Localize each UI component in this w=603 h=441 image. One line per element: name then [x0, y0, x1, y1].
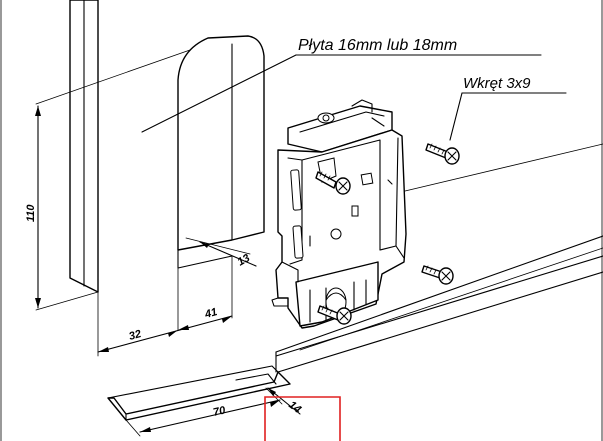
dimension-width-right-label: 41	[203, 306, 219, 321]
din-rail	[275, 143, 603, 373]
panel-label: Płyta 16mm lub 18mm	[298, 37, 457, 54]
dimension-depth-label: 13	[236, 252, 253, 269]
dimension-rail-depth: 14	[267, 387, 303, 416]
panel-leader-line	[141, 54, 297, 133]
dimension-height: 110	[25, 49, 191, 311]
screw-leader-line	[449, 92, 463, 141]
dimension-rail-length: 70	[125, 387, 283, 437]
dimension-height-label: 110	[25, 204, 37, 222]
dimension-rail-depth-label: 14	[286, 399, 303, 416]
back-panel	[69, 0, 99, 293]
screw-label-group: Wkręt 3x9	[449, 75, 567, 141]
highlight-box	[264, 396, 341, 441]
dimension-depth: 13	[185, 237, 257, 269]
screw-icon	[425, 143, 460, 165]
dimension-rail-length-label: 70	[212, 404, 227, 419]
front-panel	[177, 35, 265, 269]
screw-icon	[421, 265, 454, 285]
dimension-widths: 32 41	[97, 255, 233, 357]
screw-icon	[317, 305, 352, 325]
angle-profile	[107, 365, 291, 421]
din-mount-bracket	[271, 99, 407, 329]
screw-icon	[315, 171, 351, 195]
screw-label: Wkręt 3x9	[463, 75, 531, 92]
panel-label-group: Płyta 16mm lub 18mm	[141, 37, 542, 133]
dimension-width-left-label: 32	[128, 328, 143, 343]
